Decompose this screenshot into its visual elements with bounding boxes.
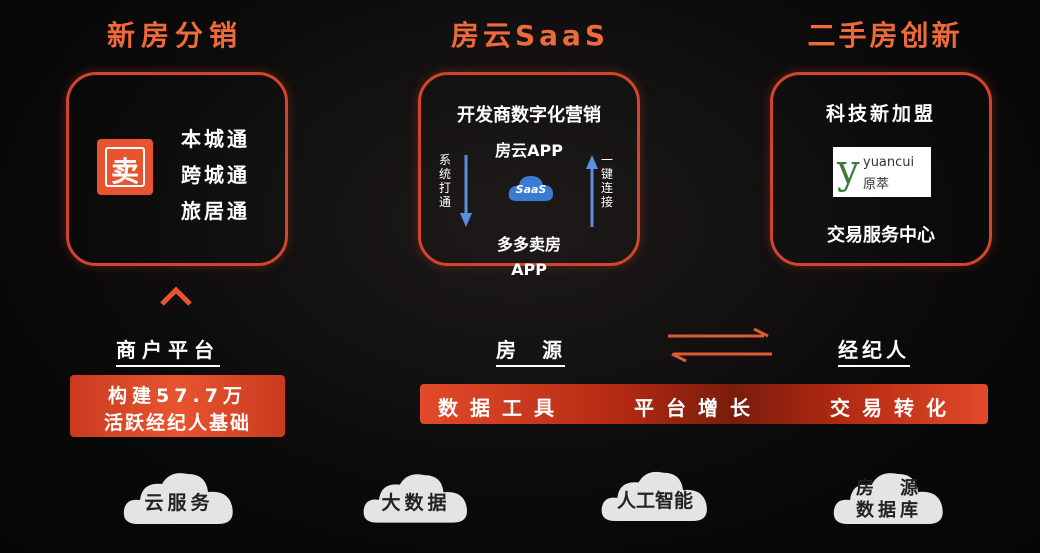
down-arrow-icon: [460, 155, 472, 227]
item-cross-city: 跨城通: [181, 163, 250, 187]
transaction-conversion: 交易转化: [830, 396, 958, 420]
saas-cloud-label: SaaS: [515, 183, 547, 196]
up-arrow-icon: [586, 155, 598, 227]
cloud-service-label: 云服务: [144, 492, 214, 514]
one-click-text: 一键连接: [601, 153, 614, 209]
yuancui-cn: 原萃: [863, 177, 890, 192]
item-travel: 旅居通: [181, 199, 250, 223]
cloud-database-line1: 房 源: [856, 478, 922, 499]
cloud-shape-icon: [833, 473, 943, 524]
agent-base-line1: 构建57.7万: [108, 385, 247, 407]
agent-base-banner: 构建57.7万 活跃经纪人基础: [70, 375, 285, 437]
developer-heading: 开发商数字化营销: [457, 105, 601, 126]
second-hand-box: 科技新加盟 y yuancui 原萃 交易服务中心: [770, 72, 992, 266]
item-local: 本城通: [181, 127, 250, 151]
cloud-ai-label: 人工智能: [616, 490, 693, 512]
system-connect-text: 系统打通: [439, 153, 452, 209]
new-house-box: 卖 本城通 跨城通 旅居通: [66, 72, 288, 266]
title-second-hand: 二手房创新: [807, 19, 963, 52]
cloud-shape-icon: [123, 473, 233, 524]
data-tools: 数据工具: [438, 396, 566, 420]
cloud-big-data-label: 大数据: [381, 492, 451, 514]
yuancui-logo: y yuancui 原萃: [833, 147, 931, 197]
cloud-ai: 人工智能: [598, 471, 712, 522]
chevron-up-icon: [160, 286, 192, 306]
yuancui-y-icon: y: [837, 147, 860, 193]
agent-base-line2: 活跃经纪人基础: [103, 412, 251, 434]
title-saas: 房云SaaS: [450, 19, 610, 52]
cloud-database-line2: 数据库: [856, 500, 922, 521]
cloud-shape-icon: [601, 471, 707, 522]
app-top: 房云APP: [495, 141, 563, 160]
sell-logo-char: 卖: [110, 155, 139, 188]
cloud-service: 云服务: [120, 473, 238, 524]
cloud-big-data: 大数据: [360, 474, 472, 523]
capability-banner: 数据工具 平台增长 交易转化: [420, 384, 988, 424]
saas-cloud-icon: SaaS: [507, 173, 555, 203]
merchant-platform-label: 商户平台: [116, 334, 220, 367]
service-center: 交易服务中心: [827, 225, 935, 246]
exchange-arrows-icon: [668, 327, 772, 363]
cloud-shape-icon: [363, 474, 467, 523]
saas-box: 开发商数字化营销 房云APP SaaS 多多卖房 系统打通 一键连接: [418, 72, 640, 266]
tech-franchise-heading: 科技新加盟: [825, 103, 936, 125]
title-new-house: 新房分销: [106, 19, 243, 52]
app-bottom-line1: 多多卖房: [496, 235, 561, 254]
yuancui-latin: yuancui: [863, 155, 915, 170]
platform-growth: 平台增长: [634, 396, 762, 420]
agent-label: 经纪人: [838, 334, 910, 367]
cloud-database: 房 源 数据库: [830, 473, 948, 524]
app-bottom-line2: APP: [511, 260, 547, 279]
sell-logo: 卖: [97, 139, 153, 195]
housing-source-label: 房 源: [496, 334, 565, 367]
